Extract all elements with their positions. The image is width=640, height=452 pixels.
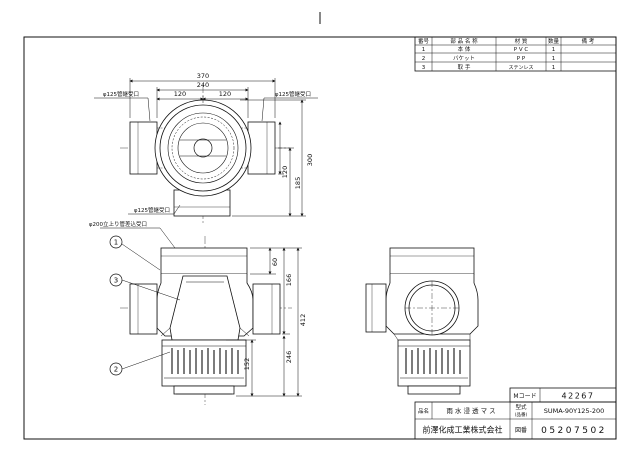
- cell-qty-2: 1: [552, 56, 556, 62]
- sheet-border: [23, 36, 617, 440]
- plan-dim-labels: 370 240 120 120 300 185 120 φ125管継受口 φ12…: [103, 72, 314, 214]
- dim-370: 370: [197, 72, 209, 80]
- dim-152: 152: [243, 358, 251, 370]
- balloon-3-label: 3: [114, 277, 118, 285]
- dim-185: 185: [294, 177, 302, 189]
- th-number: 番号: [418, 38, 430, 45]
- label-port-left: φ125管継受口: [103, 90, 139, 98]
- cell-material-1: P V C: [514, 47, 529, 53]
- balloon-1: [109, 235, 123, 249]
- side-view: [365, 247, 479, 395]
- balloon-3: [109, 273, 123, 287]
- cell-qty-3: 1: [552, 65, 556, 71]
- name-value: 雨 水 浸 透 マ ス: [446, 406, 495, 415]
- cell-qty-1: 1: [552, 47, 556, 53]
- drawing-label: 図番: [515, 427, 527, 434]
- cell-no-1: 1: [422, 47, 426, 53]
- balloon-2: [109, 362, 123, 376]
- cell-material-3: ステンレス: [508, 65, 533, 71]
- dim-60: 60: [271, 258, 279, 266]
- cell-material-2: P P: [517, 56, 526, 62]
- cell-no-3: 3: [422, 65, 426, 71]
- elevation-dimensions: [100, 227, 302, 397]
- model-value: SUMA-90Y125-200: [544, 407, 605, 415]
- cell-no-2: 2: [422, 56, 426, 62]
- dim-300: 300: [306, 154, 314, 166]
- th-material: 材 質: [515, 37, 528, 45]
- dim-120-left: 120: [174, 90, 186, 98]
- dim-166: 166: [285, 274, 293, 286]
- label-port-right: φ125管継受口: [275, 90, 311, 98]
- front-elevation: [120, 236, 292, 405]
- company-name: 前澤化成工業株式会社: [423, 425, 503, 435]
- model-sub-label: (品番): [515, 411, 528, 418]
- name-label: 品名: [418, 407, 429, 415]
- dim-120-vert: 120: [281, 166, 289, 178]
- th-remarks: 備 考: [582, 37, 595, 45]
- cell-name-1: 本 体: [458, 45, 471, 53]
- dim-246: 246: [285, 351, 293, 363]
- parts-table: 番号 部 品 名 称 材 質 数量 備 考 1 本 体 P V C 1 2 バケ…: [414, 36, 617, 72]
- dim-120-right: 120: [219, 90, 231, 98]
- drawing-number: 05207502: [541, 426, 607, 436]
- title-block: Mコード 42267 品名 雨 水 浸 透 マ ス 型式 (品番) SUMA-9…: [414, 387, 617, 440]
- mcode-label: Mコード: [513, 393, 536, 400]
- plan-view: [120, 85, 290, 225]
- label-port-bottom: φ125管継受口: [134, 206, 170, 214]
- plan-dimensions: [94, 78, 318, 217]
- th-quantity: 数量: [548, 37, 560, 45]
- dim-412: 412: [299, 314, 307, 326]
- model-label: 型式: [515, 403, 527, 411]
- cell-name-2: バケット: [453, 55, 475, 62]
- label-top-port: φ200立上り管差込受口: [89, 220, 147, 228]
- mcode-value: 42267: [562, 392, 595, 401]
- balloon-2-label: 2: [114, 366, 118, 374]
- elevation-dim-labels: 60 166 412 246 152 φ200立上り管差込受口: [89, 220, 307, 370]
- cell-name-3: 取 手: [458, 63, 471, 71]
- dim-240: 240: [197, 81, 209, 89]
- balloons: [109, 235, 123, 376]
- th-part-name: 部 品 名 称: [450, 37, 478, 45]
- balloon-1-label: 1: [114, 239, 118, 247]
